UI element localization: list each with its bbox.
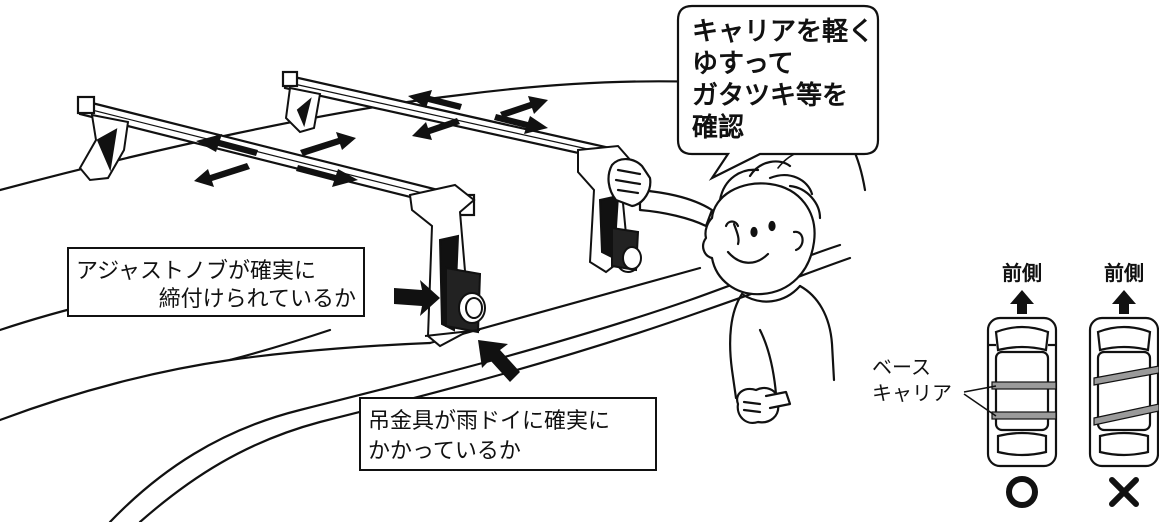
arrow-to-knob xyxy=(394,280,440,316)
base-carrier-label-2: キャリア xyxy=(872,381,952,405)
front-label-ng: 前側 xyxy=(1104,261,1144,285)
front-label-ok: 前側 xyxy=(1002,261,1042,285)
base-carrier-leader-lines xyxy=(963,385,997,417)
speech-line-3: ガタツキ等を xyxy=(692,80,848,111)
speech-bubble: キャリアを軽く ゆすって ガタツキ等を 確認 xyxy=(676,4,880,181)
rear-foot-left xyxy=(284,86,322,134)
front-arrow-up-ok-icon xyxy=(1010,290,1034,314)
arrow-rear-bar-right xyxy=(494,114,548,134)
speech-line-4: 確認 xyxy=(692,112,744,143)
callout-adjust-knob: アジャストノブが確実に 締付けられているか xyxy=(67,247,365,317)
arrow-rear-backward xyxy=(412,118,460,140)
knob-callout-line-1: アジャストノブが確実に xyxy=(76,259,316,284)
arrow-bar-left xyxy=(196,134,258,156)
ng-mark-text: ✕ xyxy=(0,0,1,1)
callout-arrows xyxy=(394,280,520,382)
knob-callout-line-2: 締付けられているか xyxy=(159,287,356,312)
callout-hook: 吊金具が雨ドイに確実に かかっているか xyxy=(359,397,657,471)
ok-mark-icon xyxy=(1006,476,1038,508)
arrow-rear-forward xyxy=(500,96,548,118)
front-foot-right xyxy=(408,183,486,348)
inset-top-view: 前側 前側 ベース キャリア xyxy=(0,0,1159,508)
arrow-rear-bar-left xyxy=(408,90,462,110)
speech-line-1: キャリアを軽く xyxy=(692,16,874,47)
hook-callout-line-2: かかっているか xyxy=(368,439,521,464)
rear-crossbar xyxy=(281,70,612,162)
base-carrier-label-1: ベース xyxy=(872,355,931,379)
ok-mark-text: O xyxy=(0,0,1,1)
carrier-bar-ng-front xyxy=(1093,365,1159,386)
car-top-view-ok xyxy=(986,316,1058,468)
carrier-bar-ng-rear xyxy=(1093,403,1159,426)
speech-line-2: ゆすって xyxy=(692,49,794,79)
front-crossbar xyxy=(76,95,476,217)
arrow-forward xyxy=(300,132,356,156)
hook-callout-line-1: 吊金具が雨ドイに確実に xyxy=(368,409,610,434)
carrier-bar-ok-rear xyxy=(991,411,1057,420)
arrow-to-hook xyxy=(478,340,520,382)
car-top-view-ng xyxy=(1088,316,1159,468)
carrier-bar-ok-front xyxy=(991,381,1057,390)
person-illustration xyxy=(607,149,836,424)
front-arrow-up-ng-icon xyxy=(1112,290,1136,314)
ng-mark-icon xyxy=(1109,477,1139,507)
motion-arrows xyxy=(194,90,548,187)
front-foot-left xyxy=(78,113,130,182)
arrow-backward xyxy=(194,163,250,187)
arrow-bar-right xyxy=(296,165,358,187)
